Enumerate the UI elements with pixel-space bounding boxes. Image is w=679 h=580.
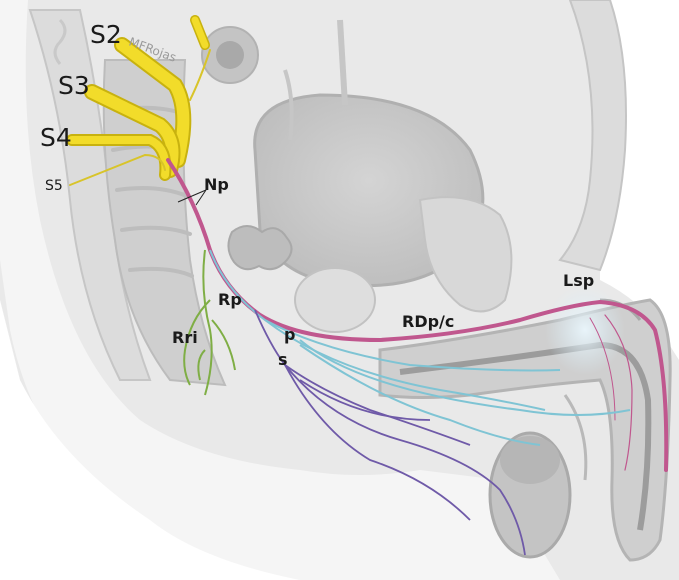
label-rp: Rp xyxy=(218,290,242,309)
prostate xyxy=(295,268,375,332)
label-np: Np xyxy=(204,175,229,194)
label-s3: S3 xyxy=(58,71,90,100)
label-p: p xyxy=(284,325,295,344)
label-s: s xyxy=(278,350,288,369)
label-rdpc: RDp/c xyxy=(402,312,454,331)
label-rri: Rri xyxy=(172,328,198,347)
urethra-glow xyxy=(545,285,625,375)
label-s5: S5 xyxy=(45,178,63,194)
seminal-vesicle xyxy=(228,226,291,269)
label-lsp: Lsp xyxy=(563,271,594,290)
label-s4: S4 xyxy=(40,123,72,152)
label-s2: S2 xyxy=(90,20,122,49)
